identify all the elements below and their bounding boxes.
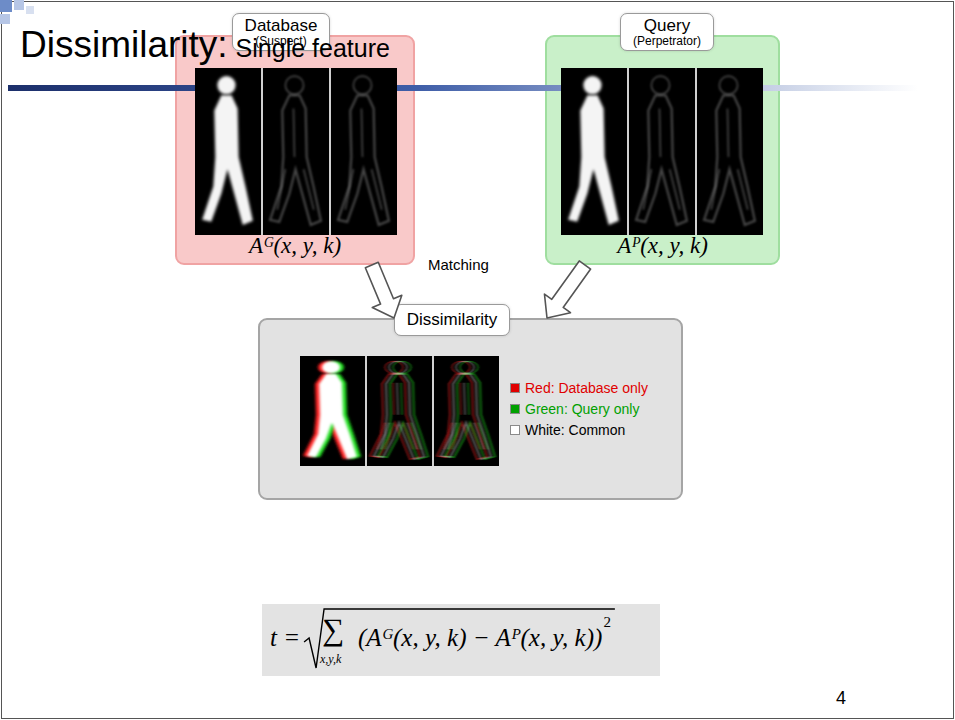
frame-separator	[261, 68, 263, 235]
silhouette-edge	[270, 95, 321, 225]
legend-text: Red: Database only	[525, 380, 648, 396]
silhouette-edge	[374, 374, 424, 459]
frame-separator	[432, 356, 434, 466]
subtitle: Single feature	[236, 34, 390, 63]
legend-text: Green: Query only	[525, 401, 639, 417]
silhouette	[303, 374, 353, 459]
silhouette-edge	[441, 374, 491, 459]
arrow-label: Matching	[428, 256, 489, 273]
legend-text: White: Common	[525, 422, 625, 438]
silhouette-head	[326, 361, 344, 373]
silhouette-edge	[651, 76, 669, 94]
silhouette-edge	[711, 108, 748, 209]
silhouette-head	[583, 76, 601, 94]
silhouette	[202, 95, 253, 225]
legend-entry: Red: Database only	[510, 380, 648, 396]
feature-label: Aᴾ(x, y, k)	[617, 233, 708, 259]
silhouette-edge	[719, 76, 737, 94]
frame	[629, 68, 695, 235]
silhouette-edge	[385, 361, 403, 373]
tag-text: Query	[633, 17, 701, 35]
formula-term: (Aᴳ(x, y, k) − Aᴾ(x, y, k))	[358, 624, 602, 652]
radical-sign	[304, 609, 615, 668]
query-panel: Query(Perpetrator)Aᴾ(x, y, k)	[545, 35, 780, 265]
silhouette-edge	[445, 374, 495, 459]
frame	[331, 68, 397, 235]
dissimilarity-tag: Dissimilarity	[394, 304, 511, 336]
silhouette-edge	[277, 108, 314, 209]
silhouette-edge	[437, 374, 487, 459]
silhouette-edge	[704, 95, 755, 225]
silhouette-edge	[377, 383, 413, 450]
silhouette-edge	[285, 76, 303, 94]
silhouette	[311, 374, 361, 459]
silhouette-edge	[636, 95, 687, 225]
silhouette-edge	[389, 361, 407, 373]
frame	[434, 356, 499, 466]
frame	[367, 356, 432, 466]
title-rule	[8, 85, 918, 91]
frame-separator	[695, 68, 697, 235]
database-panel: Database(Suspect)Aᴳ(x, y, k)	[175, 35, 415, 265]
silhouette	[307, 374, 357, 459]
frame-separator	[329, 68, 331, 235]
silhouette-edge	[385, 383, 421, 450]
silhouette-head	[318, 361, 336, 373]
silhouette-edge	[353, 76, 371, 94]
silhouette-head	[217, 76, 235, 94]
tag-text: (Perpetrator)	[633, 35, 701, 48]
tag-text: Database	[245, 17, 318, 35]
legend-entry: Green: Query only	[510, 401, 639, 417]
silhouette-edge	[452, 361, 470, 373]
silhouette-head	[322, 361, 340, 373]
corner-square	[0, 14, 10, 24]
legend-swatch	[510, 404, 520, 414]
frame	[263, 68, 329, 235]
formula-box	[262, 604, 660, 676]
silhouette-edge	[452, 383, 488, 450]
query-tag: Query(Perpetrator)	[620, 13, 714, 51]
frame	[561, 68, 627, 235]
silhouette-edge	[338, 95, 389, 225]
block-arrow	[544, 261, 590, 318]
formula-term: t =	[270, 624, 300, 652]
corner-square	[14, 0, 24, 10]
silhouette-edge	[378, 374, 428, 459]
silhouette-edge	[460, 361, 478, 373]
frame	[195, 68, 261, 235]
silhouette-edge	[456, 361, 474, 373]
legend-swatch	[510, 425, 520, 435]
tag-text: Dissimilarity	[407, 308, 498, 332]
block-arrow	[365, 262, 401, 318]
silhouette-edge	[444, 383, 480, 450]
frame	[697, 68, 763, 235]
corner-square	[0, 0, 12, 12]
silhouette-edge	[345, 108, 382, 209]
frame-separator	[627, 68, 629, 235]
exponent: 2	[603, 614, 611, 631]
slide-title: Dissimilarity:	[20, 24, 228, 66]
silhouette-edge	[448, 383, 484, 450]
silhouette	[568, 95, 619, 225]
frame	[300, 356, 365, 466]
silhouette-edge	[381, 383, 417, 450]
sum-index: x,y,k	[320, 652, 341, 667]
corner-square	[26, 6, 34, 14]
silhouette-edge	[370, 374, 420, 459]
legend-entry: White: Common	[510, 422, 625, 438]
silhouette-edge	[643, 108, 680, 209]
frame-separator	[365, 356, 367, 466]
sum-symbol: ∑	[322, 612, 344, 648]
legend-swatch	[510, 383, 520, 393]
silhouette-edge	[393, 361, 411, 373]
page-number: 4	[836, 688, 846, 709]
feature-label: Aᴳ(x, y, k)	[249, 233, 341, 259]
